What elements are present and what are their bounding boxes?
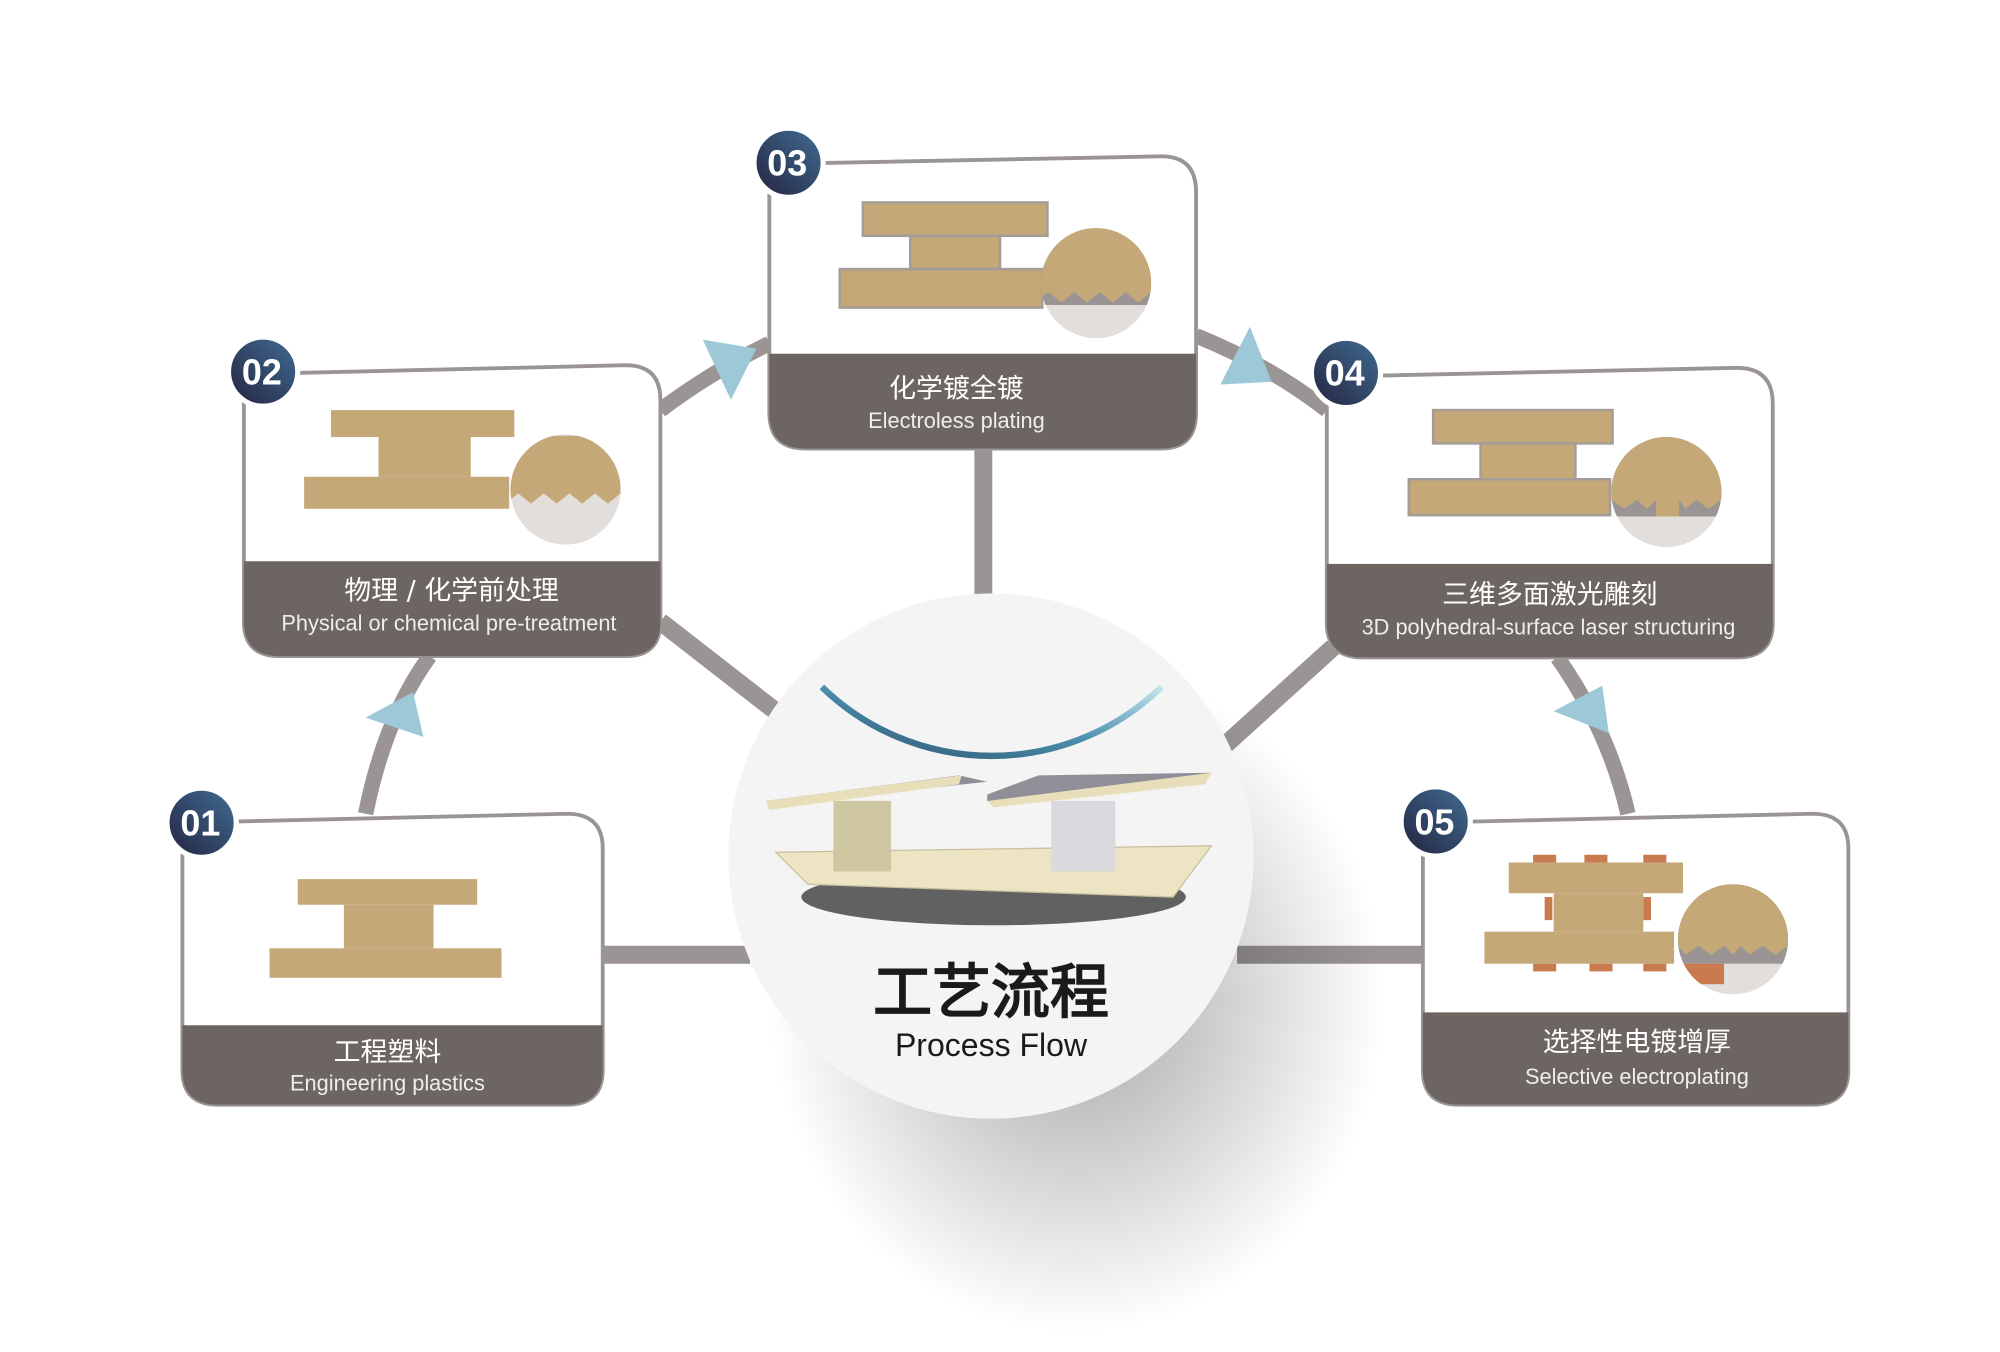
arrow-icon (702, 339, 757, 400)
step-card-05: 选择性电镀增厚 Selective electroplating 05 (1398, 784, 1851, 1107)
step-number: 02 (242, 352, 282, 392)
step-title-en: 3D polyhedral-surface laser structuring (1362, 614, 1736, 639)
center-title-en: Process Flow (895, 1027, 1088, 1063)
step-title-en: Engineering plastics (290, 1071, 485, 1096)
step-badge (225, 334, 301, 409)
step-title-cn: 工程塑料 (334, 1037, 442, 1068)
step-title-cn: 三维多面激光雕刻 (1442, 580, 1657, 611)
step-number: 01 (180, 804, 220, 844)
arrow-icon (1220, 326, 1272, 385)
pretreated-ibeam-icon (304, 410, 621, 545)
step-card-02: 物理 / 化学前处理 Physical or chemical pre-trea… (225, 334, 663, 659)
electroplated-ibeam-icon (1484, 854, 1789, 995)
step-badge (164, 785, 239, 860)
plastic-ibeam-icon (269, 879, 502, 978)
arrow-icons (365, 326, 1609, 737)
step-card-04: 三维多面激光雕刻 3D polyhedral-surface laser str… (1308, 335, 1775, 660)
step-number: 03 (767, 144, 807, 184)
step-card-01: 工程塑料 Engineering plastics 01 (164, 785, 605, 1107)
center-hub: 工艺流程 Process Flow (728, 593, 1385, 1333)
arrow-icon (1553, 685, 1609, 734)
step-badge (1308, 335, 1384, 411)
antenna-3d-image (765, 772, 1213, 926)
center-title-cn: 工艺流程 (873, 957, 1109, 1026)
step-card-03: 化学镀全镀 Electroless plating 03 (751, 125, 1198, 451)
step-number: 04 (1325, 354, 1365, 394)
step-title-en: Selective electroplating (1525, 1064, 1749, 1089)
plated-ibeam-icon (838, 201, 1152, 339)
step-title-cn: 物理 / 化学前处理 (344, 576, 559, 607)
arrow-icon (365, 692, 424, 737)
step-title-en: Physical or chemical pre-treatment (281, 611, 616, 636)
step-badge (751, 125, 826, 200)
step-number: 05 (1414, 802, 1454, 842)
step-title-cn: 化学镀全镀 (889, 373, 1024, 404)
step-badge (1398, 784, 1473, 859)
step-title-cn: 选择性电镀增厚 (1543, 1027, 1731, 1058)
step-title-en: Electroless plating (868, 408, 1045, 433)
